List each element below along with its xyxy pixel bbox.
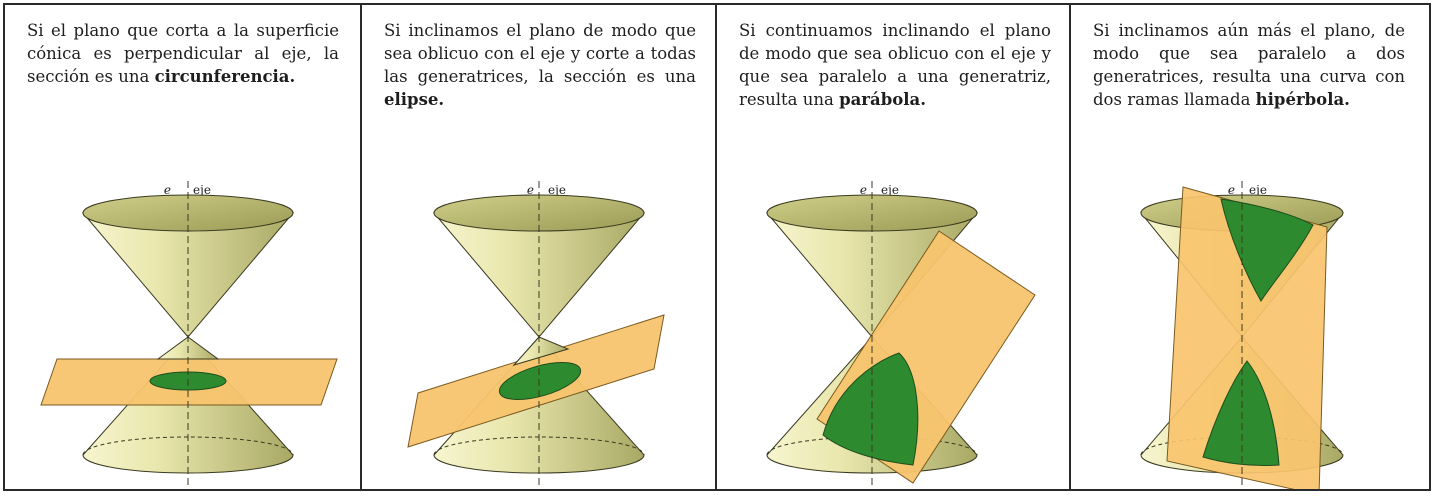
axis-name-label: eje	[881, 183, 899, 197]
section-name: parábola.	[839, 90, 926, 109]
cone-diagram: e eje	[765, 181, 1036, 489]
panel-description: Si continuamos inclinando el plano de mo…	[739, 21, 1051, 109]
hyperbola-upper-branch	[1220, 198, 1314, 302]
axis-e-label: e	[860, 183, 867, 197]
panel-text: Si continuamos inclinando el plano de mo…	[739, 19, 1051, 111]
panel-text: Si inclinamos aún más el plano, de modo …	[1093, 19, 1405, 111]
panel-description: Si el plano que corta a la superficie có…	[27, 21, 339, 86]
cone-diagram: e eje	[1139, 181, 1345, 489]
panel-parabola: Si continuamos inclinando el plano de mo…	[717, 5, 1071, 489]
axis-name-label: eje	[548, 183, 566, 197]
parabola-section	[822, 352, 919, 466]
cone-diagram: e eje	[407, 181, 665, 489]
panel-ellipse: Si inclinamos el plano de modo que sea o…	[362, 5, 717, 489]
panel-text: Si el plano que corta a la superficie có…	[27, 19, 339, 88]
hyperbola-lower-branch	[1202, 360, 1280, 466]
panel-circle: Si el plano que corta a la superficie có…	[5, 5, 362, 489]
panel-hyperbola: Si inclinamos aún más el plano, de modo …	[1071, 5, 1429, 489]
cone-diagram: e eje	[40, 181, 338, 489]
ellipse-section	[498, 362, 582, 400]
conic-sections-figure: Si el plano que corta a la superficie có…	[3, 3, 1431, 491]
axis-name-label: eje	[1249, 183, 1267, 197]
axis-name-label: eje	[193, 183, 211, 197]
panel-text: Si inclinamos el plano de modo que sea o…	[384, 19, 696, 111]
panel-description: Si inclinamos aún más el plano, de modo …	[1093, 21, 1405, 109]
panel-description: Si inclinamos el plano de modo que sea o…	[384, 21, 696, 86]
section-name: elipse.	[384, 90, 445, 109]
section-name: circunferencia.	[154, 67, 296, 86]
cone-tip-above-plane	[512, 336, 570, 366]
axis-e-label: e	[164, 183, 171, 197]
axis-e-label: e	[527, 183, 534, 197]
section-name: hipérbola.	[1255, 90, 1350, 109]
axis-e-label: e	[1228, 183, 1235, 197]
